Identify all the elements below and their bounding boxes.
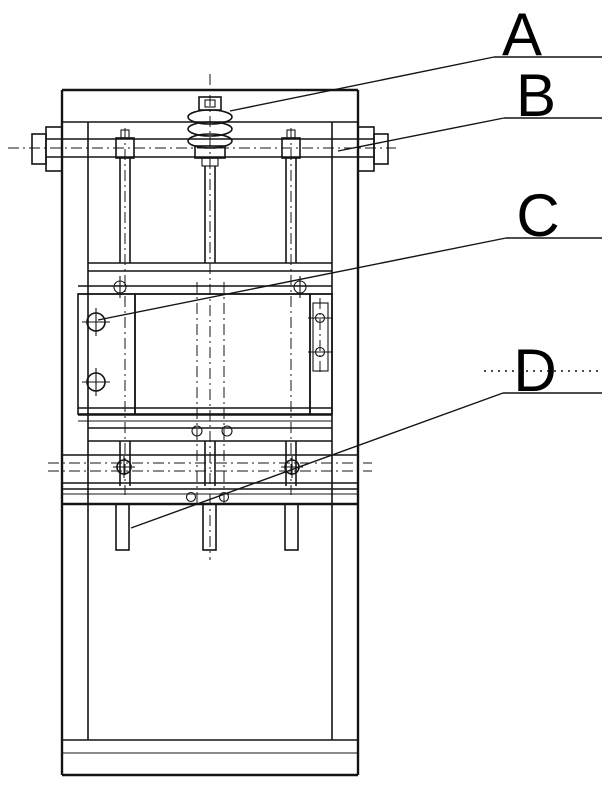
label-b-leader [337,117,505,152]
shaft-assembly [31,126,389,172]
left-guide-plate [77,293,136,415]
right-guide-strip [309,293,333,415]
ram-body [134,293,311,415]
circle-cross-marker-lower [82,368,110,396]
pin-circle [185,491,197,503]
callout-d: D [130,337,602,529]
label-c: C [516,182,559,249]
lower-crossrails [62,454,358,506]
pin-circle [191,425,203,437]
callout-b: B [337,62,602,152]
shaft-clamp-right [281,137,301,159]
spring-assembly [187,96,233,167]
hanger-rods [119,158,297,263]
bellows-coil [187,109,233,125]
label-a: A [502,1,542,68]
bellows-coil [187,133,233,149]
label-c-leader [97,237,507,321]
label-d-leader [130,392,504,529]
shaft-journal-left-outer [31,133,47,165]
circle-cross-marker-left [113,456,135,478]
foot-tab [202,503,217,551]
bellows-coil [187,121,233,137]
feet [115,503,299,551]
pin-circle [218,491,230,503]
shaft-journal-right-inner [357,126,375,172]
pin-circle [221,425,233,437]
shaft-clamp-left [115,137,135,159]
slide-block [77,293,333,416]
label-b: B [516,62,556,129]
intermediate-rails [78,420,332,486]
shaft-journal-right-outer [373,133,389,165]
circle-cross-marker-upper [82,308,110,336]
shaft-journal-left-inner [45,126,63,172]
foot-tab [115,503,130,551]
callout-c: C [97,182,602,321]
foot-tab [284,503,299,551]
label-a-leader [229,56,495,112]
callout-a: A [229,1,602,112]
